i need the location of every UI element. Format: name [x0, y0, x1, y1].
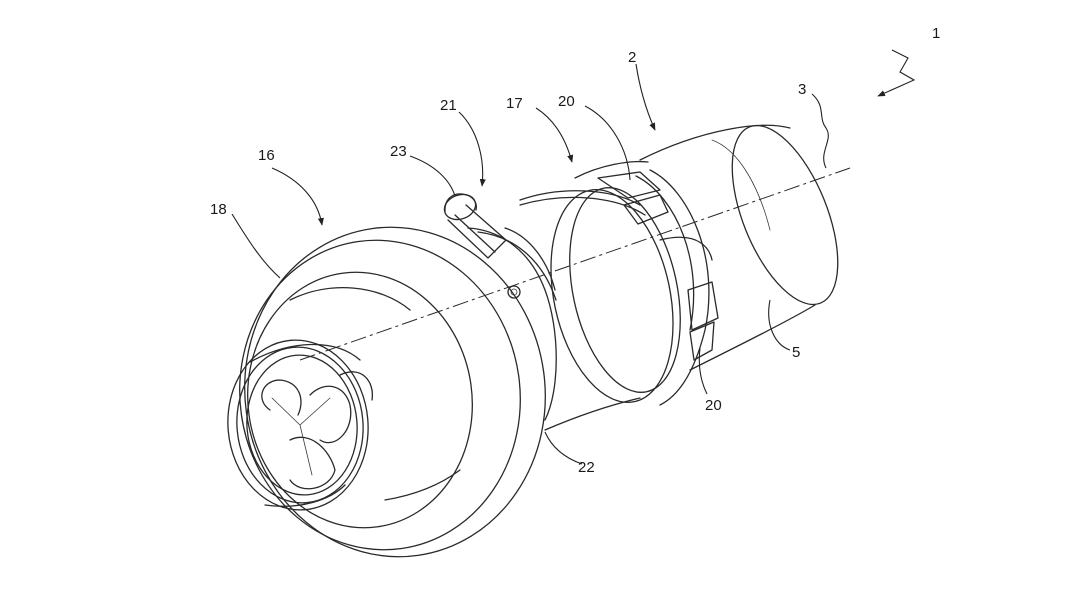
label-22: 22 [578, 459, 595, 476]
label-20-top: 20 [558, 93, 575, 110]
label-3: 3 [798, 81, 806, 98]
label-2: 2 [628, 49, 636, 66]
front-ring [239, 226, 546, 558]
label-16: 16 [258, 147, 275, 164]
central-axis [299, 167, 851, 361]
locking-pin [443, 193, 507, 259]
label-18: 18 [210, 201, 227, 218]
rear-tube [639, 124, 839, 371]
front-nozzle [227, 339, 373, 511]
window-collar [574, 160, 719, 406]
label-17: 17 [506, 95, 523, 112]
label-20-bottom: 20 [705, 397, 722, 414]
label-5: 5 [792, 344, 800, 361]
label-1: 1 [932, 25, 940, 42]
middle-body [519, 187, 681, 431]
label-21: 21 [440, 97, 457, 114]
reference-labels: 1 2 3 5 16 17 18 20 20 21 22 23 [210, 25, 940, 476]
clamp-ring [467, 227, 557, 421]
leader-lines [231, 49, 916, 465]
label-23: 23 [390, 143, 407, 160]
